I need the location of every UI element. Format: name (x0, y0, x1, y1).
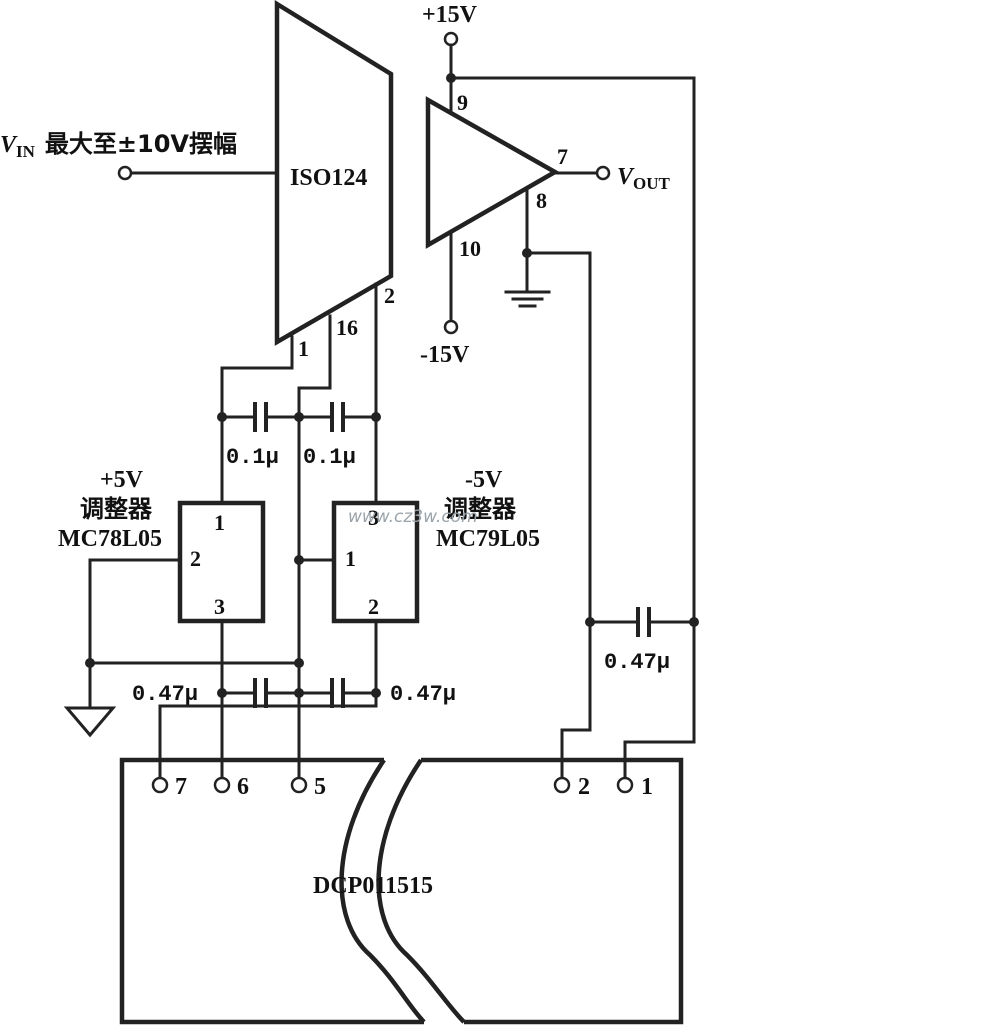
node-dot (294, 658, 304, 668)
watermark: www.cz3w.com (348, 507, 478, 527)
reg-neg-pin1: 1 (345, 546, 356, 571)
supply-pos-label: +15V (422, 2, 478, 28)
cap-c4-label: 0.47μ (390, 682, 456, 707)
cap-c2-label: 0.1μ (303, 445, 356, 470)
dcp-pin2: 2 (578, 774, 590, 800)
reg-pos-pin2: 2 (190, 546, 201, 571)
reg-neg-pin-top: 3 (368, 505, 379, 530)
ground-triangle-icon (63, 706, 117, 738)
vout-terminal (595, 165, 611, 181)
node-dot (217, 412, 227, 422)
reg-neg-part: MC79L05 (436, 526, 540, 552)
dcp-pin1-terminal (616, 776, 634, 794)
dcp-block-left (119, 757, 424, 1025)
dcp-pin2-terminal (553, 776, 571, 794)
cap-c3-label: 0.47μ (132, 682, 198, 707)
node-dot (85, 658, 95, 668)
node-dot (689, 617, 699, 627)
gnd-return-wire (525, 251, 592, 780)
node-dot (371, 688, 381, 698)
node-dot (371, 412, 381, 422)
reg-neg-pin2: 2 (368, 594, 379, 619)
dcp-label: DCP011515 (313, 873, 433, 899)
opamp-pin9: 9 (457, 90, 468, 115)
cap-c1-label: 0.1μ (226, 445, 279, 470)
reg-pos-part: MC78L05 (58, 526, 162, 552)
node-dot (585, 617, 595, 627)
iso-pin16-label: 16 (336, 315, 358, 340)
cap-c5-label: 0.47μ (604, 650, 670, 675)
reg-pos-pin1: 1 (214, 510, 225, 535)
node-dot (294, 688, 304, 698)
dcp-break-left (339, 758, 426, 1024)
opamp-pin7: 7 (557, 144, 568, 169)
opamp-pin8: 8 (536, 188, 547, 213)
iso-pin2-label: 2 (384, 283, 395, 308)
dcp-pin6-terminal (213, 776, 231, 794)
iso124-block (274, 0, 394, 346)
dcp-pin5-terminal (290, 776, 308, 794)
node-dot (217, 688, 227, 698)
node-dot (294, 412, 304, 422)
dcp-pin7-terminal (151, 776, 169, 794)
reg-pos-label: 调整器 (80, 495, 153, 523)
iso-pin1-label: 1 (298, 336, 309, 361)
dcp-pin5: 5 (314, 774, 326, 800)
opamp-pin10: 10 (459, 236, 481, 261)
dcp-pin1: 1 (641, 774, 653, 800)
dcp-block-right (421, 757, 684, 1025)
reg-neg-label: 调整器 (444, 495, 517, 523)
supply-neg-terminal (443, 319, 459, 335)
supply-pos-terminal (443, 31, 459, 47)
dcp-break-right (376, 758, 466, 1024)
dcp-pin6: 6 (237, 774, 249, 800)
opamp-triangle (425, 96, 560, 249)
iso-pin16-common-wire (297, 314, 332, 792)
pos-supply-return-wire (449, 76, 696, 780)
dcp-pin7: 7 (175, 774, 187, 800)
node-dot (294, 555, 304, 565)
iso-pin1-wire (220, 335, 294, 505)
iso124-label: ISO124 (290, 165, 367, 191)
reg-pos-voltage: +5V (100, 467, 144, 493)
vin-terminal (117, 165, 133, 181)
vout-label: VOUT (617, 164, 671, 193)
supply-neg-label: -15V (420, 342, 470, 368)
reg-pos-pin3: 3 (214, 594, 225, 619)
reg-neg-voltage: -5V (465, 467, 503, 493)
